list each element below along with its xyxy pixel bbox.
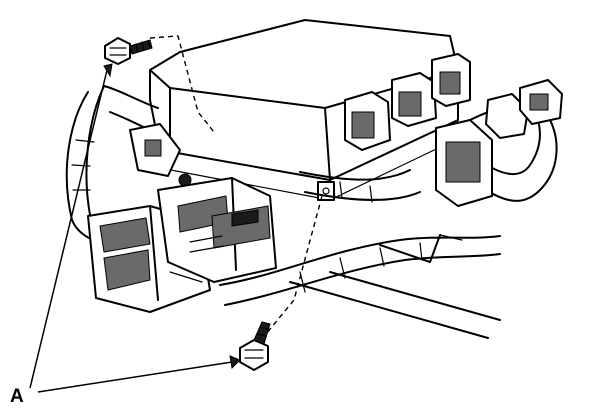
callout-leaders <box>29 63 241 393</box>
bolt-icon <box>104 37 153 65</box>
bolt-path-upper <box>149 35 215 133</box>
unit-connectors <box>344 53 471 151</box>
callout-label-a: A <box>10 386 24 407</box>
mounting-hole <box>322 187 330 195</box>
bolt-icon <box>239 321 271 371</box>
harness-connectors <box>87 177 277 313</box>
harness-clips <box>129 79 563 207</box>
mounting-panel <box>289 234 501 339</box>
bolt-path-lower <box>265 195 323 335</box>
